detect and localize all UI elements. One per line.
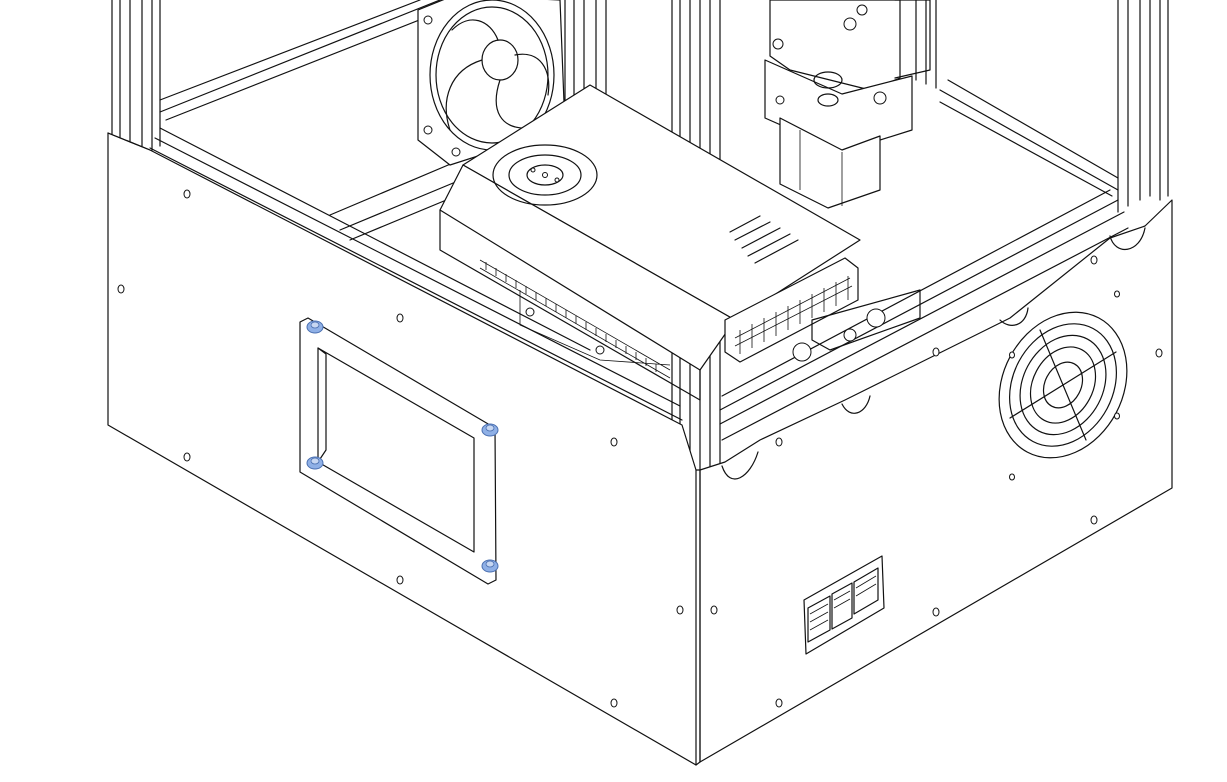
screw-icon[interactable] <box>481 423 499 437</box>
io-port-panel <box>803 555 885 655</box>
display-panel <box>299 317 497 585</box>
screw-icon[interactable] <box>306 320 324 334</box>
screw-icon[interactable] <box>306 456 324 470</box>
side-fan-grille <box>998 290 1128 481</box>
display-screws[interactable] <box>306 320 499 573</box>
extruder-assembly <box>764 0 931 209</box>
power-supply-unit <box>439 84 861 401</box>
screw-icon[interactable] <box>481 559 499 573</box>
terminal-block <box>724 257 921 363</box>
